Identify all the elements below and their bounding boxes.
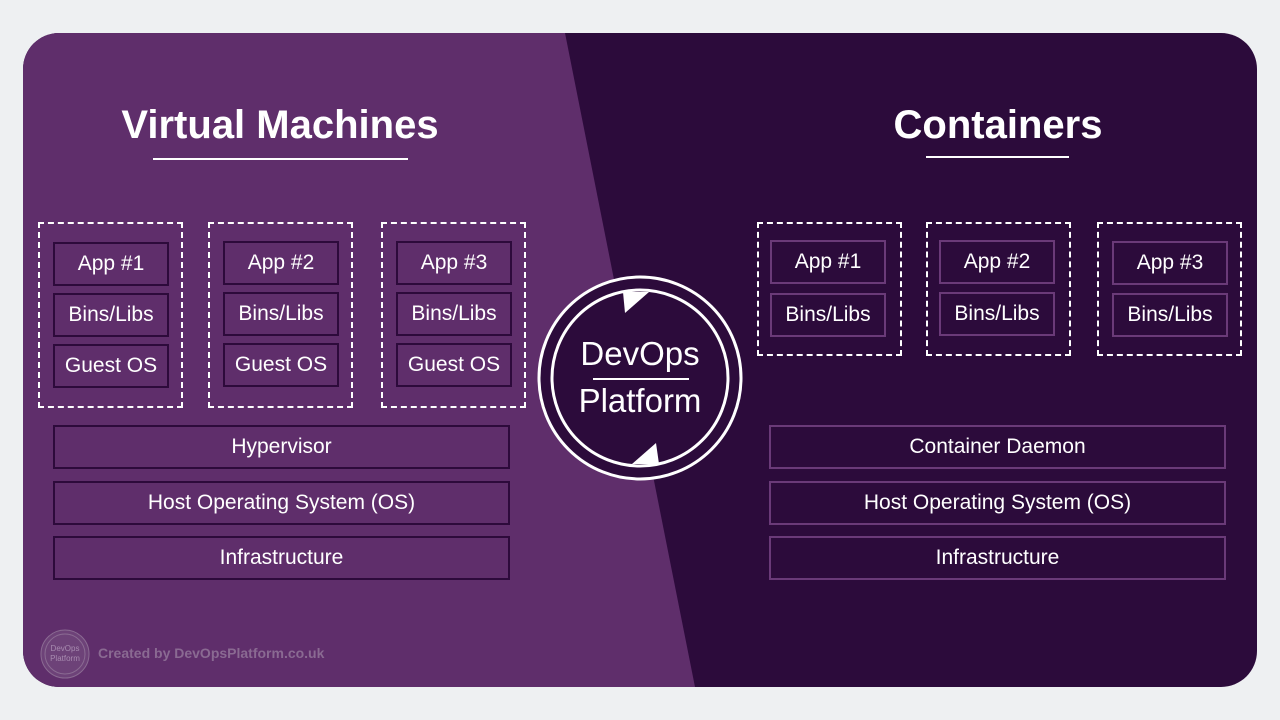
vm-app-2: App #2: [223, 241, 339, 285]
container-group-1: [757, 222, 902, 356]
logo-text-line1: DevOps: [580, 335, 700, 372]
vm-app-1: App #1: [53, 242, 169, 286]
container-app-3: App #3: [1112, 241, 1228, 285]
container-libs-1: Bins/Libs: [770, 293, 886, 337]
vm-group-1: [38, 222, 183, 408]
vm-title: Virtual Machines: [121, 103, 439, 147]
vm-title-underline: [153, 158, 408, 160]
logo-text-line2: Platform: [578, 382, 702, 419]
vm-group-3: [381, 222, 526, 408]
container-host-os-layer: Host Operating System (OS): [769, 481, 1226, 525]
container-app-2: App #2: [939, 240, 1055, 284]
vm-libs-2: Bins/Libs: [223, 292, 339, 336]
footer-logo-line1: DevOps: [51, 644, 80, 653]
container-app-1: App #1: [770, 240, 886, 284]
footer-credit: Created by DevOpsPlatform.co.uk: [98, 645, 325, 661]
vm-app-3: App #3: [396, 241, 512, 285]
container-group-3: [1097, 222, 1242, 356]
containers-title-underline: [926, 156, 1069, 158]
vm-hypervisor-layer: Hypervisor: [53, 425, 510, 469]
container-daemon-layer: Container Daemon: [769, 425, 1226, 469]
container-libs-3: Bins/Libs: [1112, 293, 1228, 337]
vm-guest-os-1: Guest OS: [53, 344, 169, 388]
vm-libs-3: Bins/Libs: [396, 292, 512, 336]
vm-group-2: [208, 222, 353, 408]
footer-logo-line2: Platform: [50, 654, 80, 663]
container-group-2: [926, 222, 1071, 356]
container-libs-2: Bins/Libs: [939, 292, 1055, 336]
vm-libs-1: Bins/Libs: [53, 293, 169, 337]
container-infrastructure-layer: Infrastructure: [769, 536, 1226, 580]
arrow-top-icon: [623, 292, 649, 313]
arrow-bottom-icon: [632, 443, 659, 464]
vm-guest-os-3: Guest OS: [396, 343, 512, 387]
vm-host-os-layer: Host Operating System (OS): [53, 481, 510, 525]
containers-title: Containers: [893, 103, 1103, 147]
footer-logo: DevOps Platform: [40, 629, 90, 679]
vm-guest-os-2: Guest OS: [223, 343, 339, 387]
devops-platform-logo: DevOps Platform: [537, 275, 743, 481]
vm-infrastructure-layer: Infrastructure: [53, 536, 510, 580]
